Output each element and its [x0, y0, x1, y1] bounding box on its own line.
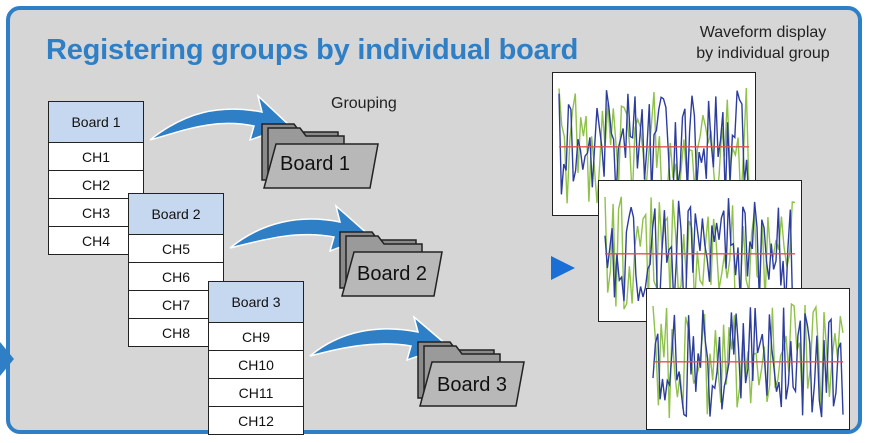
channel-cell: CH11 — [208, 378, 304, 407]
waveform-label-line-2: by individual group — [696, 45, 830, 62]
left-arrow-icon — [0, 342, 14, 376]
diagram-title: Registering groups by individual board — [46, 34, 579, 66]
channel-cell: CH5 — [128, 234, 224, 263]
board-3-table: Board 3 CH9 CH10 CH11 CH12 — [208, 281, 304, 435]
folder-board-3-icon — [417, 341, 525, 407]
board-3-header: Board 3 — [208, 281, 304, 323]
folder-board-1-icon — [261, 123, 379, 189]
waveform-plot-2 — [604, 196, 796, 310]
channel-cell: CH12 — [208, 406, 304, 435]
waveform-blue-trace — [652, 307, 844, 418]
arrow-board-1-icon — [149, 93, 292, 142]
board-1-table: Board 1 CH1 CH2 CH3 CH4 — [48, 101, 144, 255]
board-2-header: Board 2 — [128, 193, 224, 235]
channel-cell: CH1 — [48, 142, 144, 171]
folder-board-3-label: Board 3 — [437, 374, 508, 396]
play-arrow-icon — [551, 256, 575, 280]
waveform-blue-trace — [558, 90, 750, 203]
waveform-blue-trace — [604, 198, 796, 309]
waveform-label: Waveform display by individual group — [668, 22, 858, 64]
channel-cell: CH10 — [208, 350, 304, 379]
waveform-window-3 — [646, 288, 850, 430]
waveform-plot-3 — [652, 302, 844, 419]
folder-board-2-label: Board 2 — [357, 263, 428, 285]
waveform-green-trace — [604, 196, 796, 310]
folder-board-2-icon — [339, 231, 443, 297]
grouping-label: Grouping — [331, 95, 397, 112]
folder-board-1-label: Board 1 — [280, 153, 351, 175]
channel-cell: CH9 — [208, 322, 304, 351]
waveform-label-line-1: Waveform display — [699, 24, 827, 41]
board-1-header: Board 1 — [48, 101, 144, 143]
